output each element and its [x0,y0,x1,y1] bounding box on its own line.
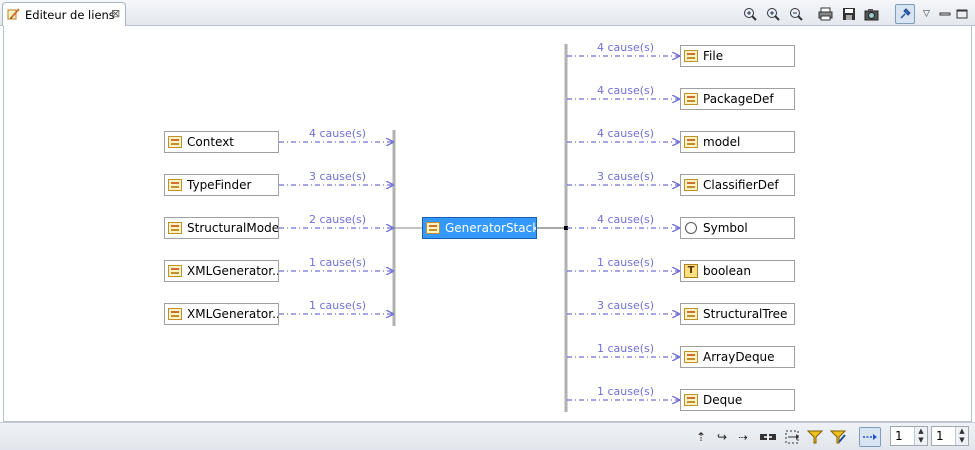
expand-icon[interactable] [783,428,801,446]
node-label: Symbol [703,221,748,235]
node-label: StructuralTree [703,307,788,321]
outgoing-node[interactable]: ClassifierDef [680,174,795,196]
edge-cause-count: 2 cause(s) [309,213,367,226]
spinner-down-icon[interactable]: ▼ [914,436,927,445]
pin-icon[interactable] [895,4,915,24]
class-icon [168,264,183,279]
link-icon[interactable] [759,428,777,446]
node-label: XMLGenerator... [187,307,279,321]
editor-titlebar: Editeur de liens ⊠ ▽ [0,0,975,26]
node-label: GeneratorStack [445,221,537,235]
outgoing-node[interactable]: PackageDef [680,88,795,110]
corner-arrow-icon[interactable]: ↪ [716,430,728,444]
spinner-up-icon[interactable]: ▲ [955,427,968,436]
type-icon: T [684,263,699,279]
class-icon [684,178,699,193]
incoming-node[interactable]: XMLGenerator... [164,303,279,325]
incoming-node[interactable]: XMLGenerator... [164,260,279,282]
class-icon [684,49,699,64]
outgoing-node[interactable]: ArrayDeque [680,346,795,368]
incoming-node[interactable]: StructuralModel [164,217,279,239]
edge-cause-count: 1 cause(s) [309,299,367,312]
outgoing-depth-value: 1 [936,429,944,443]
node-label: PackageDef [703,92,774,106]
selected-node[interactable]: GeneratorStack [422,217,537,239]
node-label: Context [187,135,235,149]
class-icon [168,178,183,193]
class-icon [168,135,183,150]
edge-cause-count: 3 cause(s) [597,170,655,183]
outgoing-node[interactable]: Symbol [680,217,795,239]
print-icon[interactable] [817,5,834,22]
incoming-node[interactable]: Context [164,131,279,153]
spinner-up-icon[interactable]: ▲ [914,427,927,436]
class-icon [426,221,441,236]
pencil-link-icon [7,8,20,20]
node-label: StructuralModel [187,221,279,235]
outgoing-depth-spinner[interactable]: 1 ▲ ▼ [931,426,969,446]
edge-cause-count: 1 cause(s) [597,385,655,398]
layout-toggle-icon[interactable] [859,427,881,447]
minimize-icon[interactable] [936,5,953,22]
up-arrow-icon[interactable]: ⇡ [695,430,707,444]
class-icon [168,307,183,322]
editor-tab[interactable]: Editeur de liens ⊠ [2,2,126,26]
class-icon [684,92,699,107]
edge-cause-count: 1 cause(s) [309,256,367,269]
graph-bottom-toolbar: ⇡ ↪ ⇢ 1 ▲ ▼ 1 ▲ ▼ [0,422,975,450]
incoming-node[interactable]: TypeFinder [164,174,279,196]
close-icon[interactable]: ⊠ [111,7,121,20]
filter-edit-icon[interactable] [829,428,847,446]
maximize-icon[interactable] [953,5,970,22]
dotted-arrow-icon[interactable]: ⇢ [738,430,748,444]
outgoing-node[interactable]: model [680,131,795,153]
node-label: XMLGenerator... [187,264,279,278]
node-label: ArrayDeque [703,350,775,364]
incoming-depth-value: 1 [895,429,903,443]
class-icon [684,350,699,365]
diagram-canvas [3,26,972,422]
zoom-in-icon[interactable] [741,5,758,22]
class-icon [684,135,699,150]
outgoing-node[interactable]: File [680,45,795,67]
node-label: boolean [703,264,751,278]
node-label: File [703,49,724,63]
outgoing-node[interactable]: StructuralTree [680,303,795,325]
save-icon[interactable] [840,5,857,22]
class-icon [684,393,699,408]
filter-icon[interactable] [806,428,824,446]
edge-cause-count: 4 cause(s) [597,213,655,226]
editor-tab-title: Editeur de liens [25,8,115,22]
zoom-in-plus-icon[interactable] [764,5,781,22]
edge-cause-count: 4 cause(s) [309,127,367,140]
node-label: Deque [703,393,743,407]
edge-cause-count: 3 cause(s) [309,170,367,183]
outgoing-node[interactable]: Deque [680,389,795,411]
edge-cause-count: 4 cause(s) [597,41,655,54]
spinner-down-icon[interactable]: ▼ [955,436,968,445]
symbol-icon [684,221,699,236]
edge-cause-count: 4 cause(s) [597,127,655,140]
edge-cause-count: 1 cause(s) [597,256,655,269]
zoom-out-icon[interactable] [787,5,804,22]
edge-cause-count: 4 cause(s) [597,84,655,97]
node-label: model [703,135,741,149]
screenshot-icon[interactable] [863,5,880,22]
view-menu-icon[interactable]: ▽ [923,8,930,19]
node-label: ClassifierDef [703,178,779,192]
edge-cause-count: 1 cause(s) [597,342,655,355]
edge-cause-count: 3 cause(s) [597,299,655,312]
node-label: TypeFinder [187,178,252,192]
class-icon [684,307,699,322]
class-icon [168,221,183,236]
incoming-depth-spinner[interactable]: 1 ▲ ▼ [890,426,928,446]
